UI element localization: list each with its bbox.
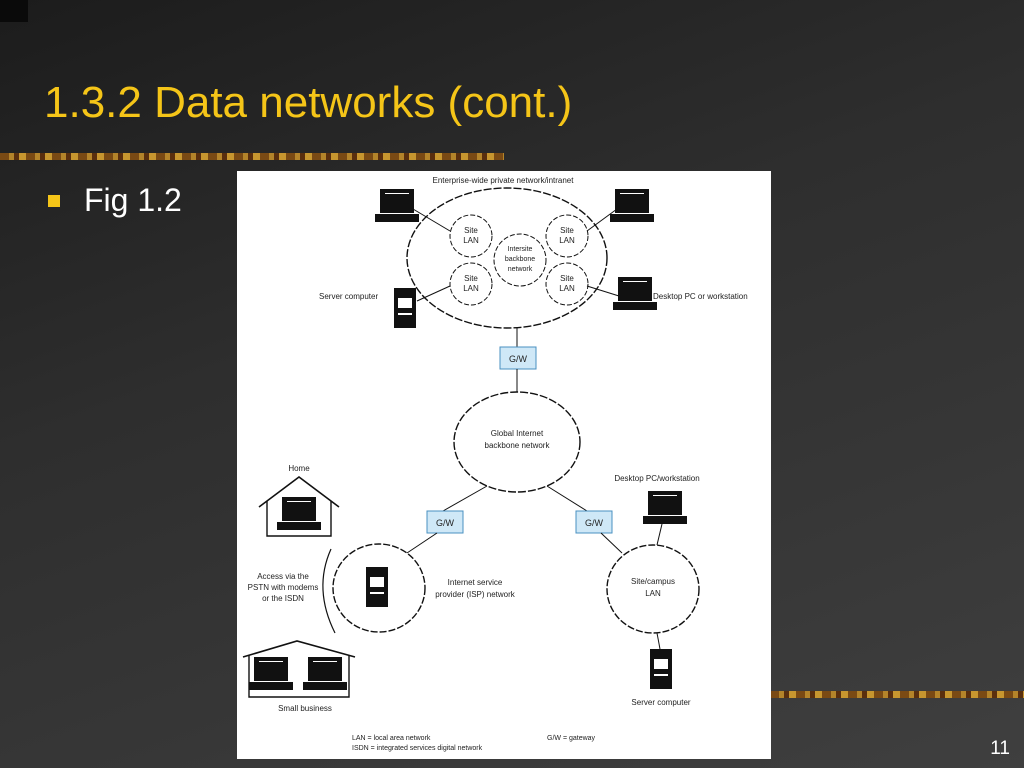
small-business-icon (242, 640, 356, 698)
corner-block (0, 0, 28, 22)
network-figure: Enterprise-wide private network/intranet… (237, 171, 771, 759)
intersite-backbone: Intersite backbone network (493, 233, 547, 287)
site-lan-br: Site LAN (545, 262, 589, 306)
svg-text:PSTN with modems: PSTN with modems (248, 583, 319, 592)
pc-icon (375, 189, 419, 222)
svg-text:backbone: backbone (505, 256, 535, 263)
svg-text:LAN: LAN (645, 589, 661, 598)
svg-text:Site/campus: Site/campus (631, 577, 675, 586)
svg-text:Access via the: Access via the (257, 572, 309, 581)
site-lan-tr: Site LAN (545, 214, 589, 258)
pc-icon (303, 657, 347, 690)
legend-gw: G/W = gateway (547, 735, 596, 742)
small-business-label: Small business (278, 704, 332, 713)
server-icon (393, 287, 417, 329)
legend-isdn: ISDN = integrated services digital netwo… (352, 745, 483, 752)
site-lan-bl: Site LAN (449, 262, 493, 306)
svg-text:LAN: LAN (559, 284, 575, 293)
svg-text:Intersite: Intersite (508, 246, 533, 253)
svg-text:network: network (508, 266, 533, 273)
pc-icon (643, 491, 687, 524)
server2-label: Server computer (631, 698, 690, 707)
pc-icon (613, 277, 657, 310)
campus-cloud (606, 544, 700, 634)
enterprise-label: Enterprise-wide private network/intranet (433, 176, 575, 185)
home-label: Home (288, 464, 310, 473)
desktop-label: Desktop PC or workstation (653, 292, 748, 301)
pc-icon (249, 657, 293, 690)
bullet-square-icon (48, 194, 60, 207)
desktop2-label: Desktop PC/workstation (614, 474, 699, 483)
slide-number: 11 (990, 738, 1010, 759)
svg-text:LAN: LAN (463, 236, 479, 245)
svg-text:LAN: LAN (559, 236, 575, 245)
legend-lan: LAN = local area network (352, 735, 431, 742)
slide-title: 1.3.2 Data networks (cont.) (44, 78, 573, 127)
svg-text:or the ISDN: or the ISDN (262, 594, 304, 603)
global-backbone-cloud (453, 391, 581, 493)
svg-text:backbone network: backbone network (485, 441, 551, 450)
gateway-top (499, 346, 537, 370)
pc-icon (277, 497, 321, 530)
svg-text:Global Internet: Global Internet (491, 429, 544, 438)
svg-text:Internet service: Internet service (448, 578, 503, 587)
site-lan-tl: Site LAN (449, 214, 493, 258)
server-label: Server computer (319, 292, 378, 301)
svg-text:G/W: G/W (436, 518, 455, 528)
server-icon (365, 566, 389, 608)
svg-text:Site: Site (464, 274, 478, 283)
home-house-icon (258, 476, 340, 537)
pc-icon (610, 189, 654, 222)
gateway-label: G/W (509, 354, 528, 364)
gateway-left (426, 510, 464, 534)
svg-text:provider (ISP) network: provider (ISP) network (435, 590, 516, 599)
footer-rule (770, 691, 1024, 698)
svg-text:Site: Site (560, 274, 574, 283)
svg-text:Site: Site (464, 226, 478, 235)
svg-text:LAN: LAN (463, 284, 479, 293)
server-icon (649, 648, 673, 690)
bullet-item: Fig 1.2 (48, 182, 182, 219)
access-arrow (322, 548, 336, 634)
title-rule (0, 153, 504, 160)
svg-text:G/W: G/W (585, 518, 604, 528)
gateway-right (575, 510, 613, 534)
bullet-text: Fig 1.2 (84, 182, 182, 218)
svg-text:Site: Site (560, 226, 574, 235)
